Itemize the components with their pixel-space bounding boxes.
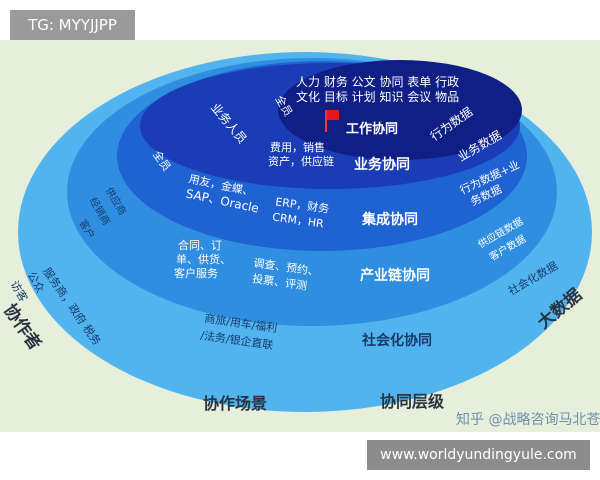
core-modules-line1: 人力 财务 公文 协同 表单 行政 (296, 75, 460, 89)
industry-middle1-line1: 合同、订 (178, 239, 222, 252)
core-modules-line2: 文化 目标 计划 知识 会议 物品 (296, 90, 460, 104)
watermark: 知乎 @战略咨询马北苍 (456, 412, 600, 428)
axis-level-label: 协同层级 (380, 392, 445, 411)
business-title: 业务协同 (354, 157, 410, 173)
business-middle-line1: 费用，销售 (270, 141, 325, 154)
red-flag-icon (325, 110, 339, 132)
social-title: 社会化协同 (362, 333, 432, 349)
integration-title: 集成协同 (362, 212, 418, 228)
axis-scene-label: 协作场景 (203, 394, 268, 413)
industry-middle1-line2: 单、供货、 (176, 253, 231, 266)
core-title: 工作协同 (346, 122, 399, 137)
industry-middle1-line3: 客户服务 (174, 267, 218, 280)
industry-title: 产业链协同 (360, 268, 430, 284)
business-middle-line2: 资产，供应链 (268, 155, 334, 168)
top-left-tag: TG: MYYJJPP (10, 10, 135, 40)
core-ring (278, 60, 522, 160)
url-banner: www.worldyundingyule.com (367, 440, 590, 470)
